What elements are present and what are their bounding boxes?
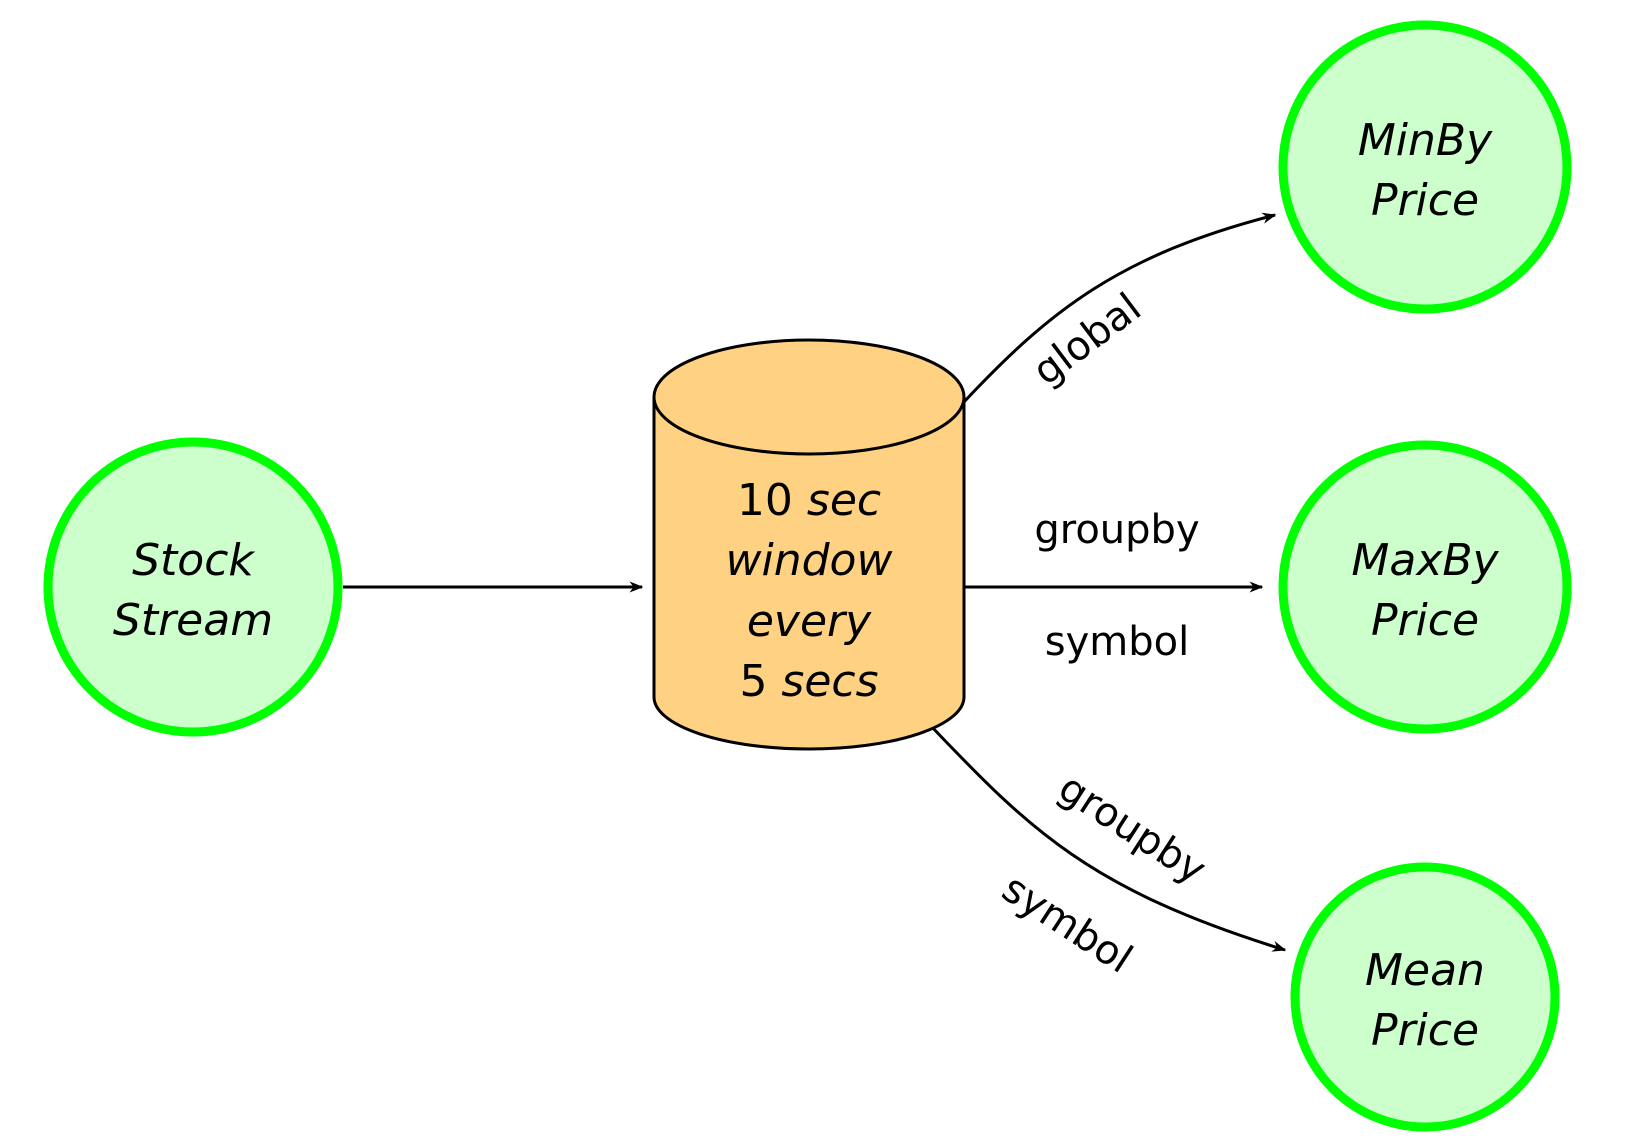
edge-label-maxby-groupby: groupby — [1034, 507, 1199, 553]
node-stock-stream[interactable]: Stock Stream — [43, 437, 343, 737]
window-line1: 10 sec — [737, 475, 881, 526]
window-line4: 5 secs — [739, 656, 878, 707]
edge-label-maxby-symbol: symbol — [1045, 619, 1189, 665]
node-maxby-price[interactable]: MaxBy Price — [1278, 440, 1572, 734]
node-minby-price[interactable]: MinBy Price — [1278, 20, 1572, 314]
node-stock-stream-line2: Stream — [113, 595, 273, 646]
node-minby-line2: Price — [1371, 175, 1479, 226]
node-minby-line1: MinBy — [1358, 115, 1493, 166]
node-mean-line1: Mean — [1365, 945, 1485, 996]
window-line3: every — [747, 596, 872, 647]
node-window[interactable]: 10 sec window every 5 secs — [652, 338, 966, 751]
edge-label-global: global — [1025, 285, 1150, 395]
edge-label-mean-groupby: groupby — [1050, 765, 1214, 894]
edge-window-to-minby — [961, 212, 1277, 405]
node-mean-line2: Price — [1371, 1005, 1479, 1056]
edge-window-to-mean — [928, 723, 1287, 952]
node-maxby-line1: MaxBy — [1351, 535, 1499, 586]
window-line2: window — [726, 535, 894, 586]
node-mean-price[interactable]: Mean Price — [1290, 862, 1560, 1132]
node-maxby-line2: Price — [1371, 595, 1479, 646]
node-stock-stream-line1: Stock — [132, 535, 255, 586]
